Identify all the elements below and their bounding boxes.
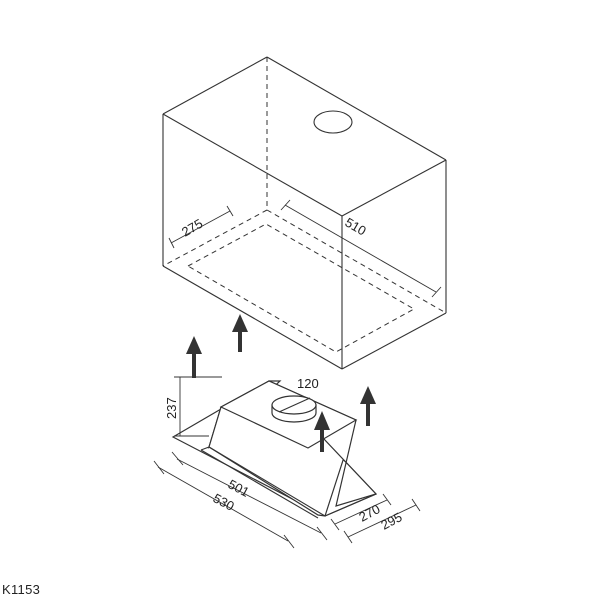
cabinet-hidden-edges: [162, 57, 447, 314]
dim-outer-depth-label: 295: [378, 509, 404, 532]
dim-duct-diameter-label: 120: [297, 376, 319, 391]
cabinet-cutout-outline: [186, 223, 416, 353]
dimension-opening-width: 510: [280, 199, 442, 298]
model-code: K1153: [2, 582, 41, 597]
dimension-hood-height: 237: [164, 376, 222, 437]
dim-hood-height-label: 237: [164, 397, 179, 419]
cabinet-duct-hole: [313, 110, 353, 134]
dimension-outer-depth: 295: [343, 498, 421, 544]
lift-arrow-left: [186, 336, 202, 378]
hood-duct-collar: [271, 395, 317, 423]
lift-arrow-center: [232, 314, 248, 352]
dim-opening-width-label: 510: [343, 215, 369, 239]
dimension-opening-depth: 275: [168, 205, 234, 249]
cabinet-outline: [162, 56, 447, 370]
lift-arrow-right: [360, 386, 376, 426]
lift-arrow-hood: [314, 411, 330, 452]
dimension-duct-diameter: 120: [297, 376, 319, 391]
dimension-outer-width: 530: [153, 460, 295, 549]
dim-outer-width-label: 530: [211, 490, 237, 513]
